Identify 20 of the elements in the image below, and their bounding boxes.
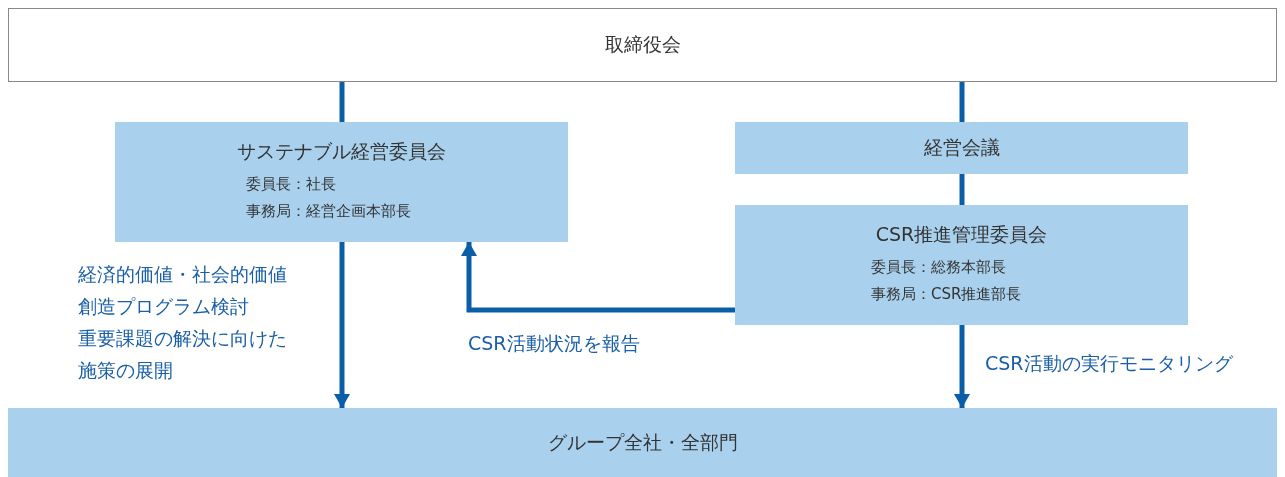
- board-box: [8, 8, 1277, 82]
- arrow: [461, 242, 735, 313]
- connector-line: [959, 82, 965, 122]
- node-detail: 委員長：社長: [246, 175, 336, 194]
- node-detail: 事務局：CSR推進部長: [871, 285, 1022, 304]
- meeting-box: [735, 122, 1188, 174]
- node-title: 経営会議: [922, 135, 1001, 160]
- connector-line: [339, 82, 345, 122]
- arrow: [334, 242, 350, 408]
- node-title: グループ全社・全部門: [546, 429, 739, 455]
- arrow: [954, 325, 970, 408]
- committee-box: [115, 122, 568, 242]
- committee-box: [735, 205, 1188, 325]
- node-detail: 委員長：総務本部長: [871, 258, 1006, 277]
- node-detail: 事務局：経営企画本部長: [246, 202, 411, 221]
- organization-box: [8, 408, 1277, 477]
- node-title: CSR推進管理委員会: [874, 222, 1049, 247]
- node-title: サステナブル経営委員会: [236, 139, 447, 164]
- connector-line: [959, 174, 965, 205]
- node-title: 取締役会: [603, 32, 682, 57]
